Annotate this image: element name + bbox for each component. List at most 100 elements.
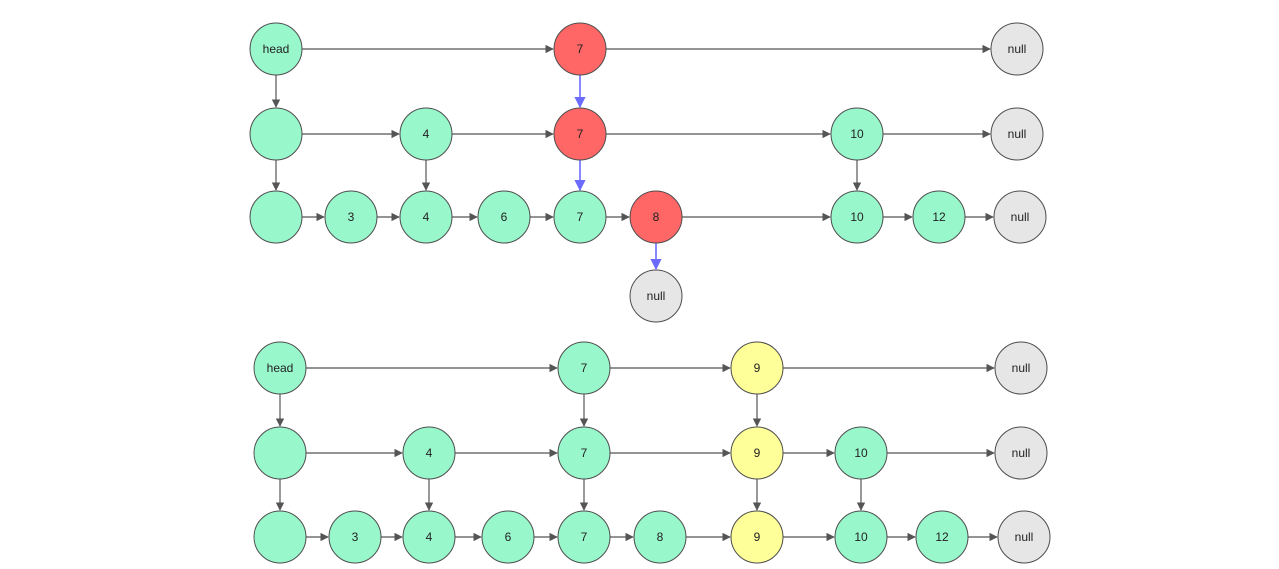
list-node: 7 <box>553 22 607 76</box>
node-circle <box>993 190 1047 244</box>
node-circle <box>328 510 382 564</box>
list-node: 9 <box>730 510 784 564</box>
node-circle <box>990 22 1044 76</box>
node-circle <box>629 269 683 323</box>
node-circle <box>249 107 303 161</box>
list-node <box>249 107 303 161</box>
node-label: null <box>1008 127 1027 141</box>
node-circle <box>399 190 453 244</box>
null-node: null <box>990 107 1044 161</box>
node-label: 10 <box>854 530 868 544</box>
node-label: 3 <box>352 530 359 544</box>
node-label: 7 <box>581 446 588 460</box>
nodes-layer: head 7 null 4 7 10 null 3 4 6 7 8 10 12 null null head 7 9… <box>249 22 1051 564</box>
node-label: 6 <box>505 530 512 544</box>
node-circle <box>253 426 307 480</box>
list-node <box>249 190 303 244</box>
node-label: 9 <box>754 530 761 544</box>
node-circle <box>553 107 607 161</box>
after-insert-group <box>275 363 998 542</box>
list-node: 9 <box>730 341 784 395</box>
list-node: 7 <box>553 190 607 244</box>
list-node: 4 <box>402 510 456 564</box>
node-label: 8 <box>657 530 664 544</box>
list-node: 10 <box>830 190 884 244</box>
list-node: 4 <box>399 190 453 244</box>
node-label: 7 <box>581 361 588 375</box>
list-node: 6 <box>481 510 535 564</box>
node-label: head <box>263 42 290 56</box>
node-circle <box>399 107 453 161</box>
null-node: null <box>629 269 683 323</box>
node-circle <box>730 510 784 564</box>
node-label: 7 <box>577 127 584 141</box>
node-label: 9 <box>754 361 761 375</box>
head-node: head <box>253 341 307 395</box>
node-label: head <box>267 361 294 375</box>
node-circle <box>629 190 683 244</box>
node-circle <box>834 510 888 564</box>
node-circle <box>830 190 884 244</box>
node-circle <box>249 22 303 76</box>
node-circle <box>912 190 966 244</box>
node-label: 10 <box>850 127 864 141</box>
node-circle <box>633 510 687 564</box>
node-label: 10 <box>850 210 864 224</box>
null-node: null <box>993 190 1047 244</box>
node-circle <box>553 22 607 76</box>
node-label: 9 <box>754 446 761 460</box>
node-label: 6 <box>501 210 508 224</box>
list-node: 10 <box>834 510 888 564</box>
list-node: 12 <box>915 510 969 564</box>
node-label: 12 <box>935 530 949 544</box>
node-label: 12 <box>932 210 946 224</box>
node-label: null <box>647 289 666 303</box>
list-node: 7 <box>557 341 611 395</box>
list-node: 3 <box>328 510 382 564</box>
node-circle <box>249 190 303 244</box>
node-circle <box>324 190 378 244</box>
list-node: 8 <box>633 510 687 564</box>
list-node: 3 <box>324 190 378 244</box>
node-circle <box>477 190 531 244</box>
node-circle <box>557 510 611 564</box>
node-circle <box>481 510 535 564</box>
node-circle <box>402 426 456 480</box>
node-label: 7 <box>577 42 584 56</box>
node-circle <box>997 510 1051 564</box>
list-node: 9 <box>730 426 784 480</box>
list-node: 12 <box>912 190 966 244</box>
node-label: null <box>1011 210 1030 224</box>
node-circle <box>730 426 784 480</box>
node-circle <box>402 510 456 564</box>
head-node: head <box>249 22 303 76</box>
node-circle <box>834 426 888 480</box>
null-node: null <box>997 510 1051 564</box>
node-circle <box>557 341 611 395</box>
node-label: 4 <box>426 446 433 460</box>
null-node: null <box>990 22 1044 76</box>
list-node: 4 <box>402 426 456 480</box>
node-label: 7 <box>577 210 584 224</box>
node-label: 4 <box>423 127 430 141</box>
node-circle <box>553 190 607 244</box>
node-circle <box>253 510 307 564</box>
edges-layer <box>271 44 998 542</box>
node-label: 3 <box>348 210 355 224</box>
node-label: null <box>1012 361 1031 375</box>
node-circle <box>915 510 969 564</box>
list-node: 6 <box>477 190 531 244</box>
list-node: 7 <box>557 426 611 480</box>
node-label: 4 <box>426 530 433 544</box>
list-node <box>253 426 307 480</box>
list-node: 4 <box>399 107 453 161</box>
node-label: null <box>1015 530 1034 544</box>
search-path-group <box>271 44 994 271</box>
node-label: 7 <box>581 530 588 544</box>
node-label: 8 <box>653 210 660 224</box>
list-node: 10 <box>830 107 884 161</box>
node-circle <box>557 426 611 480</box>
node-circle <box>994 426 1048 480</box>
list-node: 10 <box>834 426 888 480</box>
